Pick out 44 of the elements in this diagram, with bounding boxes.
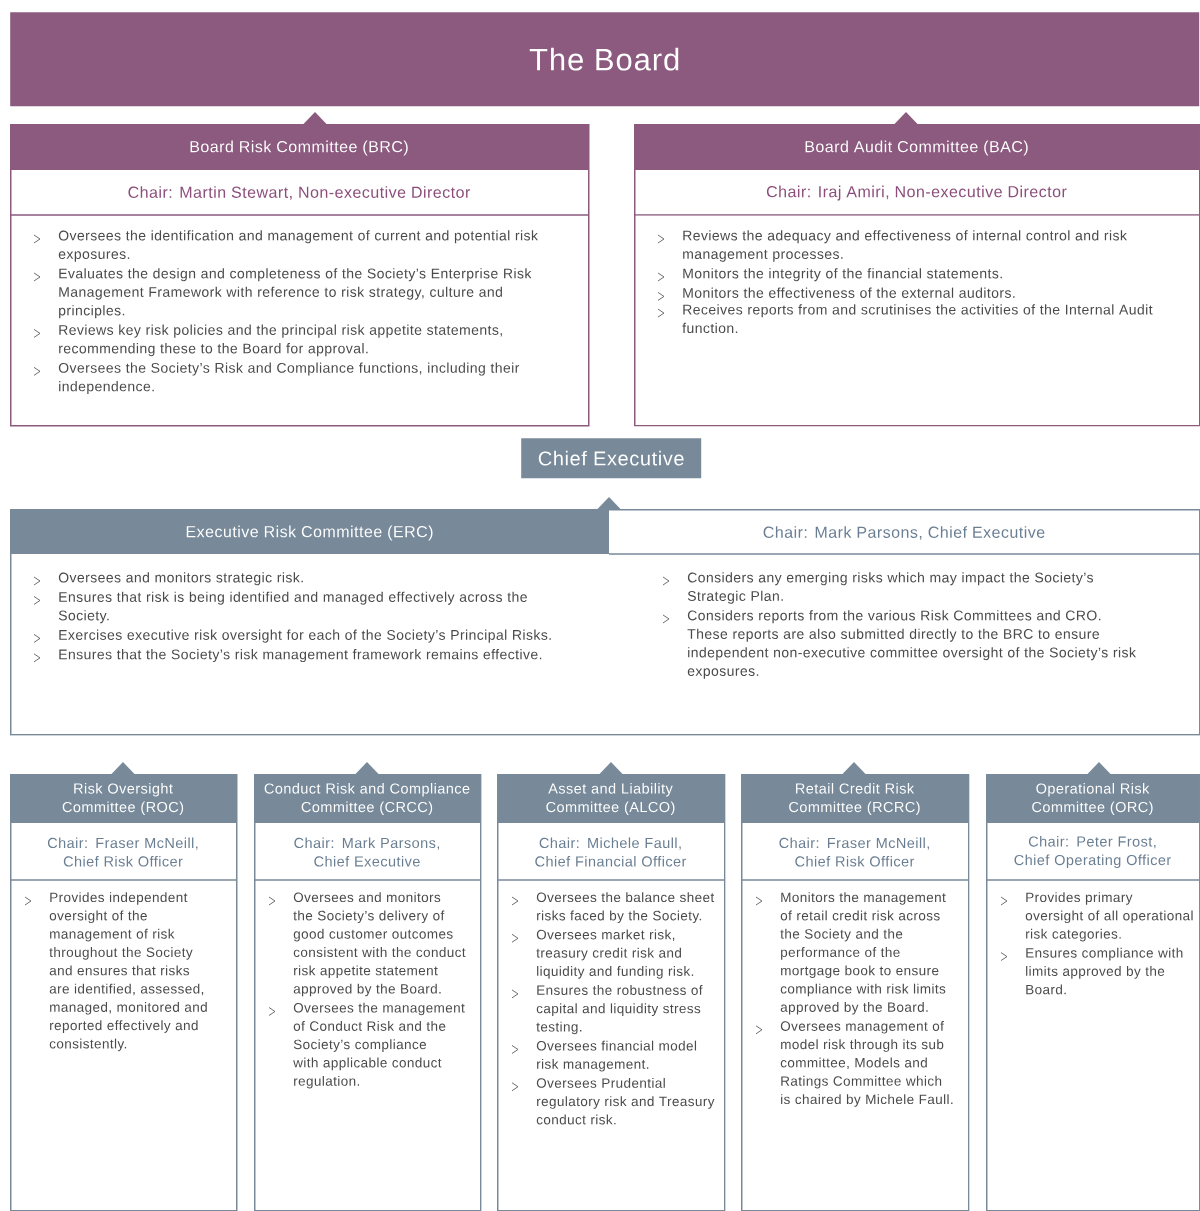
bullet-item: Oversees management of model risk through its sub committee, Models and Ratings Committee which is chaired by Michele Faull.	[755, 1021, 953, 1107]
header-band: Board Risk Committee (BRC)	[10, 112, 588, 170]
bullet-item: Oversees and monitors the Society’s delivery of good customer outcomes consistent with the conduct risk appetite statement approved by the Board.	[268, 892, 466, 997]
bullet-item: Receives reports from and scrutinises the activities of the Internal Audit function.	[657, 304, 1153, 334]
bullet-item: Oversees financial model risk management.	[511, 1040, 697, 1072]
bullet-item: Monitors the management of retail credit risk across the Society and the performance of the mortgage book to ensure compliance with risk limits approved by the Board.	[755, 892, 946, 1015]
bullet-item: Evaluates the design and completeness of the Society’s Enterprise Risk Management Framework with reference to risk strategy, culture and principles.	[33, 268, 532, 319]
header-band: Board Audit Committee (BAC)	[634, 112, 1199, 170]
bullet-item: Oversees the balance sheet risks faced by the Society.	[511, 892, 715, 924]
header-band: Risk Oversight Committee (ROC)	[10, 762, 236, 823]
bullet-item: Oversees and monitors strategic risk.	[33, 572, 303, 586]
header-band: Operational Risk Committee (ORC)	[986, 762, 1199, 823]
bullet-item: Oversees Prudential regulatory risk and Treasury conduct risk.	[511, 1077, 715, 1125]
bullet-item: Considers reports from the various Risk Committees and CRO. These reports are also submitted directly to the BRC to ensure independent non-executive committee oversight of the Society’s risk exposures.	[662, 610, 1136, 679]
bullet-item: Ensures that the Society’s risk management framework remains effective.	[33, 649, 542, 663]
bullet-item: Provides independent oversight of the management of risk throughout the Society and ensures that risks are identified, assessed, managed, monitored and reported effectively and consistently.	[24, 892, 207, 1052]
header-band: Conduct Risk and Compliance Committee (CRCC)	[254, 762, 480, 823]
bullet-item: Reviews key risk policies and the principal risk appetite statements, recommending these to the Board for approval.	[33, 324, 502, 357]
bullet-item: Oversees the identification and management of current and potential risk exposures.	[33, 230, 538, 262]
title-banner: The Board	[10, 12, 1200, 107]
bullet-item: Ensures that risk is being identified and managed effectively across the Society.	[33, 591, 527, 624]
chair-text: Chair: Iraj Amiri, Non-executive Director	[766, 185, 1067, 201]
bullet-item: Ensures compliance with limits approved by the Board.	[1000, 947, 1183, 995]
bullet-item: Ensures the robustness of capital and liquidity stress testing.	[511, 985, 703, 1035]
header-band: Asset and Liability Committee (ALCO)	[497, 762, 724, 823]
chair-text: Chair: Fraser McNeill, Chief Risk Officer	[779, 837, 929, 867]
bullet-item: Provides primary oversight of all operational risk categories.	[1000, 892, 1193, 942]
chair-text: Chair: Peter Frost, Chief Operating Officer	[1014, 836, 1171, 868]
bullet-item: Oversees the management of Conduct Risk and the Society’s compliance with applicable conduct regulation.	[268, 1002, 465, 1089]
chair-text: Chair: Martin Stewart, Non-executive Director	[128, 186, 471, 200]
bullet-item: Oversees the Society’s Risk and Compliance functions, including their independence.	[33, 362, 520, 395]
chair-text: Chair: Mark Parsons, Chief Executive	[294, 837, 440, 867]
chair-text: Chair: Fraser McNeill, Chief Risk Officer	[47, 837, 198, 867]
chair-text: Chair: Michele Faull, Chief Financial Officer	[535, 837, 687, 867]
bullet-item: Monitors the effectiveness of the external auditors.	[657, 287, 1015, 301]
bullet-item: Reviews the adequacy and effectiveness of internal control and risk management processes.	[657, 230, 1127, 262]
header-band: Executive Risk Committee (ERC)	[10, 497, 621, 554]
bullet-item: Considers any emerging risks which may impact the Society’s Strategic Plan.	[662, 572, 1094, 604]
bullet-item: Oversees market risk, treasury credit risk and liquidity and funding risk.	[511, 929, 694, 979]
bullet-item: Exercises executive risk oversight for each of the Society’s Principal Risks.	[33, 629, 551, 643]
bullet-item: Monitors the integrity of the financial statements.	[657, 268, 1002, 282]
role-box: Chief Executive	[521, 438, 702, 479]
chair-text: Chair: Mark Parsons, Chief Executive	[763, 526, 1045, 540]
header-band: Retail Credit Risk Committee (RCRC)	[741, 762, 968, 823]
